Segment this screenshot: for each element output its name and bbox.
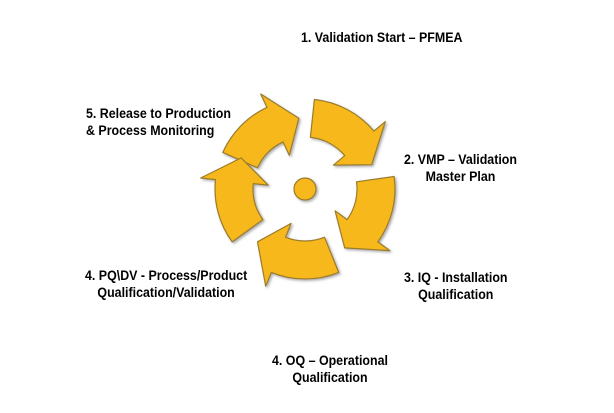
step-1-validation-start-label: 1. Validation Start – PFMEA [301, 30, 463, 45]
step-5-release-label: 5. Release to Production & Process Monit… [86, 106, 231, 138]
arrow-step-3 [334, 175, 396, 252]
step-pq-dv-label: 4. PQ\DV - Process/Product Qualification… [85, 268, 248, 300]
step-3-iq-label: 3. IQ - Installation Qualification [404, 270, 508, 302]
center-circle [293, 177, 317, 201]
arrow-step-1 [222, 93, 300, 169]
step-2-vmp-label: 2. VMP – Validation Master Plan [404, 152, 517, 184]
arrow-step-5 [200, 157, 269, 243]
arrow-step-2 [309, 98, 386, 166]
arrow-step-4 [256, 222, 340, 287]
step-4-oq-label: 4. OQ – Operational Qualification [272, 353, 388, 385]
